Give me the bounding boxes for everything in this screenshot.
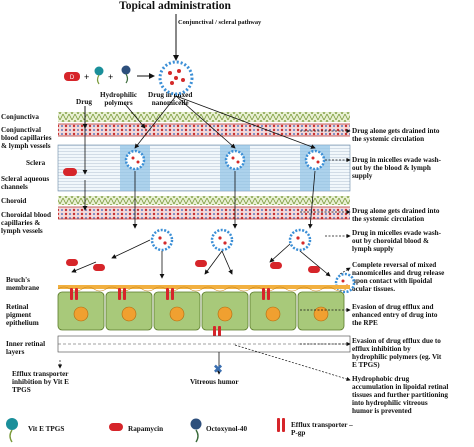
note-efflux-inhibition: Evasion of drug efflux due to efflux inh… (352, 337, 442, 369)
conjunctiva-band (58, 112, 350, 122)
top-micelle-icon (158, 60, 194, 96)
top-drug-icon: D (64, 72, 80, 81)
svg-text:+: + (84, 72, 89, 82)
layer-scleral-channels: Scleral aqueous channels (1, 175, 50, 191)
note-efflux-vit-e: Efflux transporter inhibition by Vit E T… (12, 370, 69, 394)
rpe-nuclei (73, 306, 329, 322)
legend-vit-e-label: Vit E TPGS (28, 425, 65, 433)
sclera-drug-icon (63, 168, 77, 176)
label-hydrophilic-polymers: Hydrophilic polymers (100, 91, 138, 107)
note-efflux-evasion: Evasion of drug efflux and enhanced entr… (352, 303, 438, 327)
sclera-micelle-3 (304, 149, 326, 171)
layer-rpe: Retinal pigment epithelium (6, 303, 39, 327)
blocked-cross-icon: ✖ (213, 362, 223, 376)
free-drug-icons (66, 259, 320, 273)
page-title: Topical administration (119, 0, 231, 12)
label-vitreous: Vitreous humor (190, 378, 239, 386)
choroid-band (58, 196, 350, 205)
choroid-micelle-1 (150, 228, 174, 252)
layer-conjunctiva: Conjunctiva (1, 113, 39, 121)
pathway-label: Conjunctival / scleral pathway (178, 19, 262, 26)
sclera-micelle-2 (224, 149, 246, 171)
note-micelle-evade-2: Drug in micelles evade wash- out by chor… (352, 229, 442, 253)
choroid-micelle-3 (288, 228, 312, 252)
legend-octoxynol-icon (190, 418, 202, 443)
conjunctival-vessels-band (58, 124, 350, 136)
bruch-membrane (58, 285, 350, 289)
label-drug: Drug (76, 98, 92, 106)
choroid-micelle-2 (210, 228, 234, 252)
layer-bruch: Bruch's membrane (6, 276, 40, 292)
layer-sclera: Sclera (26, 159, 46, 167)
note-systemic-1: Drug alone gets drained into the systemi… (352, 127, 440, 143)
rpe-cells (57, 291, 345, 331)
top-octoxynol-icon (121, 65, 131, 84)
note-micelle-evade-1: Drug in micelles evade wash- out by the … (352, 156, 442, 180)
choroidal-vessels-band (58, 207, 350, 219)
legend-octoxynol-label: Octoxynol-40 (206, 425, 248, 433)
note-reversal: Complete reversal of mixed nanomicelles … (352, 261, 445, 293)
sclera-micelle-1 (124, 149, 146, 171)
legend-vit-e-icon (6, 418, 18, 443)
layer-choroidal-vessels: Choroidal blood capillaries & lymph vess… (1, 211, 51, 235)
legend-efflux-label: Efflux transporter – P-gp (291, 421, 353, 437)
svg-text:+: + (108, 72, 113, 82)
efflux-pumps (70, 288, 270, 338)
layer-choroid: Choroid (1, 197, 27, 205)
top-polymer-icon (94, 66, 104, 85)
layer-inner-retina: Inner retinal layers (6, 340, 46, 356)
note-hydrophobic-accumulation: Hydrophobic drug accumulation in lipoida… (352, 375, 449, 415)
legend-efflux-icon (277, 418, 285, 432)
legend-rapamycin-icon (109, 423, 123, 431)
layer-conjunctival-vessels: Conjunctival blood capillaries & lymph v… (1, 126, 52, 150)
svg-text:D: D (70, 75, 75, 81)
note-systemic-2: Drug alone gets drained into the systemi… (352, 207, 440, 223)
legend-rapamycin-label: Rapamycin (128, 425, 164, 433)
